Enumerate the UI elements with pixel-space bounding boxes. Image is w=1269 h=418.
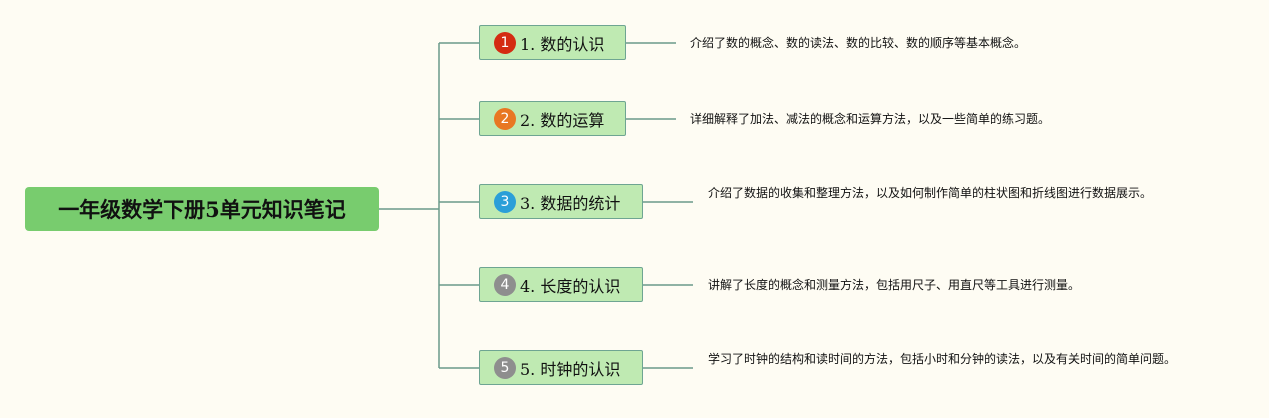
- number-badge-3: 3: [494, 190, 516, 213]
- branch-label-5: 5. 时钟的认识: [520, 359, 621, 379]
- number-badge-5: 5: [494, 356, 516, 379]
- branch-3[interactable]: 3 3. 数据的统计: [479, 184, 643, 219]
- branch-5[interactable]: 5 5. 时钟的认识: [479, 350, 643, 385]
- root-topic[interactable]: 一年级数学下册5单元知识笔记: [25, 187, 379, 231]
- branch-1[interactable]: 1 1. 数的认识: [479, 25, 626, 60]
- branch-2[interactable]: 2 2. 数的运算: [479, 101, 626, 136]
- branch-description-1: 介绍了数的概念、数的读法、数的比较、数的顺序等基本概念。: [690, 36, 1027, 50]
- branch-description-5: 学习了时钟的结构和读时间的方法，包括小时和分钟的读法，以及有关时间的简单问题。: [708, 352, 1177, 366]
- number-badge-1: 1: [494, 31, 516, 54]
- branch-description-2: 详细解释了加法、减法的概念和运算方法，以及一些简单的练习题。: [690, 112, 1051, 126]
- branch-label-2: 2. 数的运算: [520, 110, 605, 130]
- branch-4[interactable]: 4 4. 长度的认识: [479, 267, 643, 302]
- branch-label-4: 4. 长度的认识: [520, 276, 621, 296]
- root-title: 一年级数学下册5单元知识笔记: [58, 197, 346, 222]
- number-badge-2: 2: [494, 107, 516, 130]
- number-badge-4: 4: [494, 273, 516, 296]
- branch-description-4: 讲解了长度的概念和测量方法，包括用尺子、用直尺等工具进行测量。: [708, 278, 1081, 292]
- branch-label-3: 3. 数据的统计: [520, 193, 621, 213]
- branch-description-3: 介绍了数据的收集和整理方法，以及如何制作简单的柱状图和折线图进行数据展示。: [708, 186, 1153, 200]
- branch-label-1: 1. 数的认识: [520, 34, 605, 54]
